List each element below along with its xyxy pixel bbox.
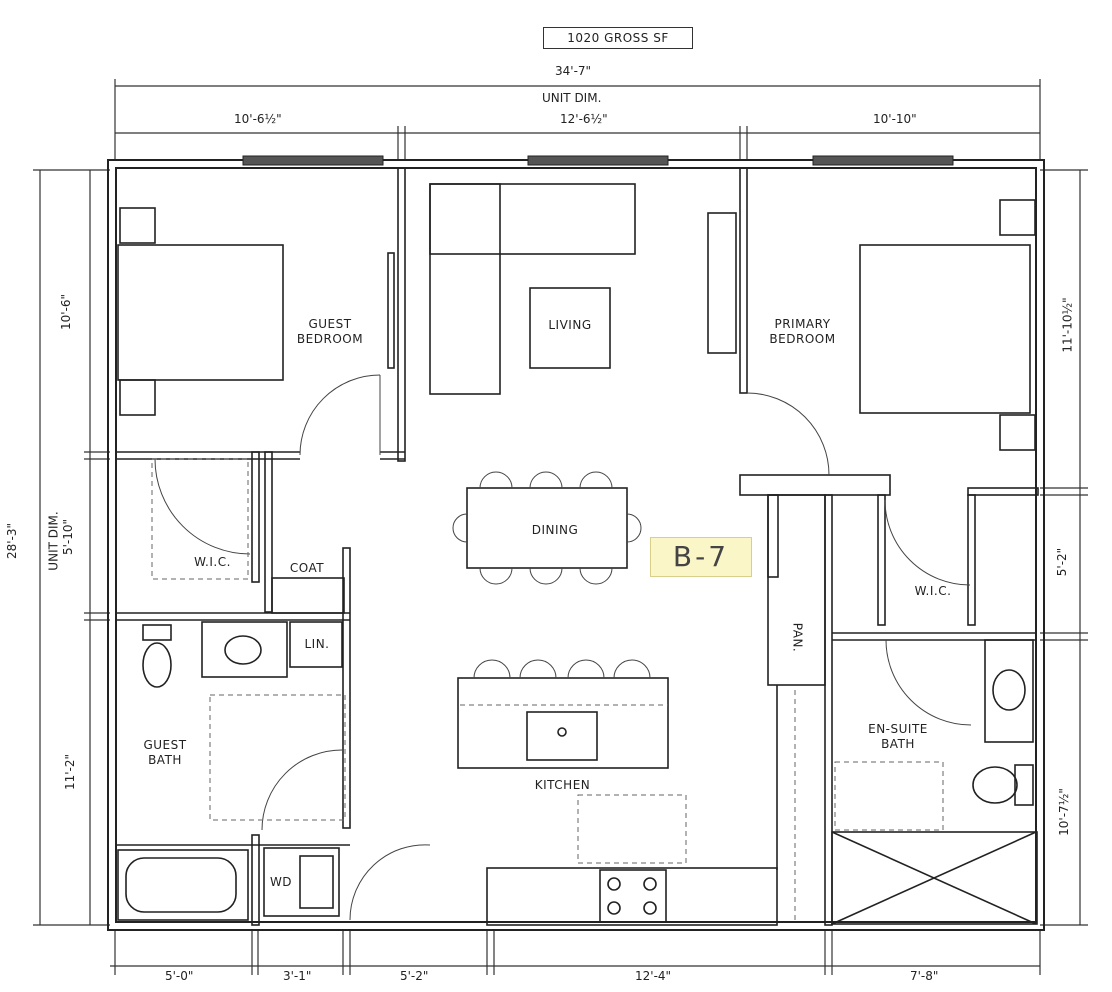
room-wic-right: W.I.C. xyxy=(914,584,952,598)
room-guest-bath: GUEST BATH xyxy=(143,738,187,767)
unit-dim-label: UNIT DIM. xyxy=(542,91,602,105)
bottom-dim-4: 12'-4" xyxy=(635,969,672,983)
room-primary-bedroom: PRIMARY BEDROOM xyxy=(769,317,836,346)
top-dim-2: 12'-6½" xyxy=(560,112,608,126)
bottom-dim-5: 7'-8" xyxy=(910,969,939,983)
left-overall-dim: 28'-3" xyxy=(5,522,20,560)
room-guest-bedroom: GUEST BEDROOM xyxy=(296,317,364,346)
left-unit-dim: UNIT DIM. xyxy=(46,511,61,571)
room-ensuite-bath: EN-SUITE BATH xyxy=(868,722,928,751)
unit-tag: B-7 xyxy=(650,537,752,577)
left-dim-1: 10'-6" xyxy=(59,293,74,331)
room-pantry: PAN. xyxy=(790,622,805,653)
right-dim-2: 5'-2" xyxy=(1055,547,1070,577)
room-dining: DINING xyxy=(531,523,579,537)
room-wic-left: W.I.C. xyxy=(194,555,231,569)
gross-sf-label: 1020 GROSS SF xyxy=(543,27,693,49)
bottom-dim-3: 5'-2" xyxy=(400,969,429,983)
top-dim-3: 10'-10" xyxy=(873,112,917,126)
overall-width-dim: 34'-7" xyxy=(555,64,592,78)
right-dim-1: 11'-10½" xyxy=(1060,297,1075,353)
room-living: LIVING xyxy=(548,318,592,332)
room-kitchen: KITCHEN xyxy=(534,778,591,792)
room-linen: LIN. xyxy=(304,637,330,651)
bottom-dim-2: 3'-1" xyxy=(283,969,312,983)
laundry-wd-label: WD xyxy=(269,875,293,889)
bottom-dim-1: 5'-0" xyxy=(165,969,194,983)
right-dim-3: 10'-7½" xyxy=(1056,788,1071,836)
top-dim-1: 10'-6½" xyxy=(234,112,282,126)
left-dim-3: 11'-2" xyxy=(63,753,78,791)
left-dim-2: 5'-10" xyxy=(61,518,76,556)
room-coat: COAT xyxy=(289,561,325,575)
